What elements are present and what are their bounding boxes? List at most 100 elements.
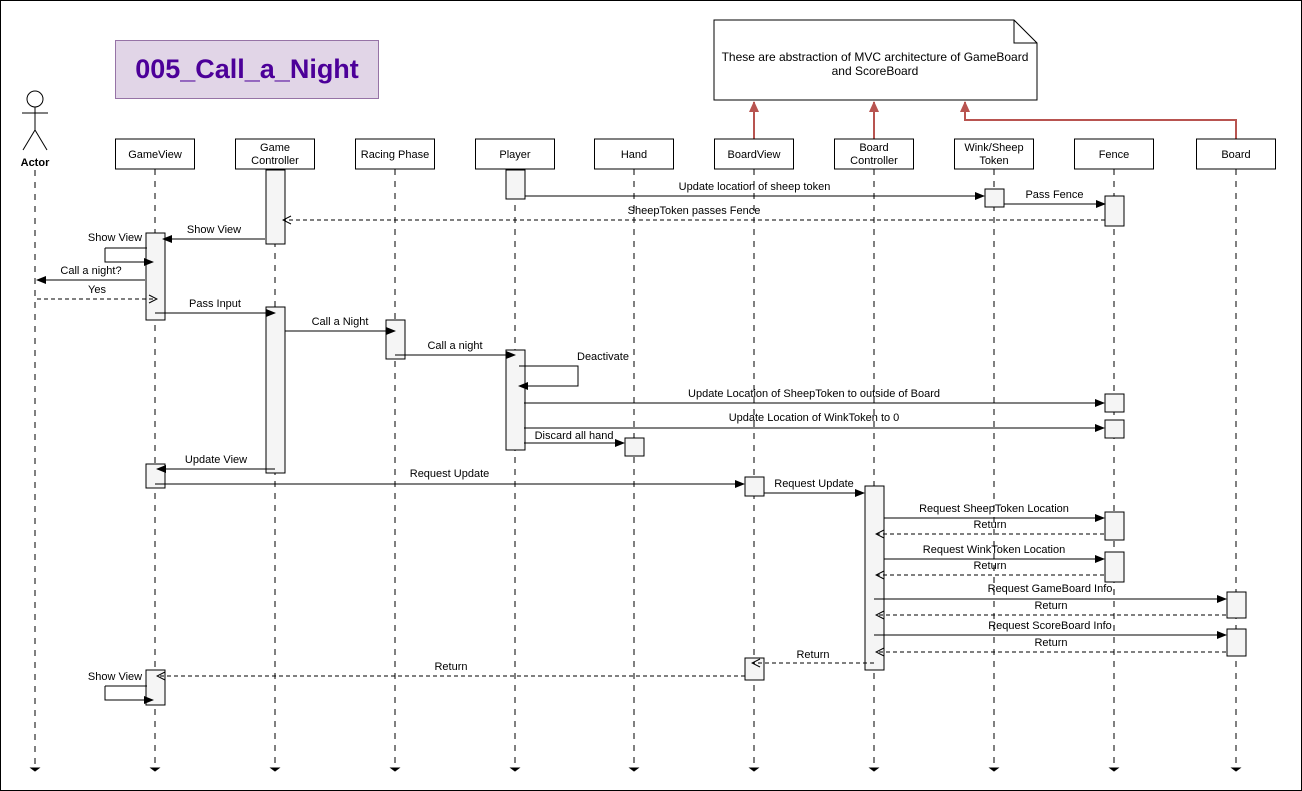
lifeline-end-player bbox=[509, 767, 521, 772]
activation-hand bbox=[624, 437, 645, 457]
activation-fence bbox=[1104, 419, 1125, 439]
participant-player: Player bbox=[475, 138, 555, 170]
message-6: Call a night? bbox=[36, 265, 145, 284]
participant-label: Controller bbox=[850, 155, 898, 167]
message-23: Return bbox=[876, 600, 1226, 615]
participant-label: Game bbox=[260, 142, 290, 154]
lifeline-end-winksheeptoken bbox=[988, 767, 1000, 772]
lifeline-end-boardview bbox=[748, 767, 760, 772]
message-22: Request GameBoard Info bbox=[874, 583, 1227, 603]
message-label: Return bbox=[1034, 637, 1067, 649]
message-label: Deactivate bbox=[577, 351, 629, 363]
message-25: Return bbox=[876, 637, 1226, 652]
lifeline-end-actor bbox=[29, 767, 41, 772]
participant-label: Board bbox=[859, 142, 888, 154]
participant-label: Hand bbox=[621, 149, 647, 161]
activation-board bbox=[1226, 628, 1247, 657]
participant-label: Controller bbox=[251, 155, 299, 167]
participant-gameview: GameView bbox=[115, 138, 195, 170]
lifeline-end-board bbox=[1230, 767, 1242, 772]
message-16: Request Update bbox=[155, 468, 745, 488]
lifeline-end-fence bbox=[1108, 767, 1120, 772]
message-7: Yes bbox=[37, 284, 157, 299]
message-label: Return bbox=[973, 560, 1006, 572]
message-24: Request ScoreBoard Info bbox=[874, 620, 1227, 639]
message-12: Update Location of SheepToken to outside… bbox=[524, 388, 1105, 407]
message-label: Discard all hand bbox=[535, 430, 614, 442]
activation-boardview bbox=[744, 476, 765, 497]
activation-winksheeptoken bbox=[984, 188, 1005, 208]
message-label: Pass Fence bbox=[1025, 189, 1083, 201]
activation-fence bbox=[1104, 551, 1125, 583]
activation-gamecontroller bbox=[265, 306, 286, 474]
message-label: Update View bbox=[185, 454, 247, 466]
activation-fence bbox=[1104, 511, 1125, 541]
message-label: Show View bbox=[88, 671, 142, 683]
diagram-title: 005_Call_a_Night bbox=[135, 54, 359, 84]
actor-label: Actor bbox=[21, 157, 50, 169]
activation-fence bbox=[1104, 393, 1125, 413]
message-1: Update location of sheep token bbox=[525, 181, 985, 200]
actor-icon bbox=[22, 90, 48, 151]
message-20: Request WinkToken Location bbox=[884, 544, 1105, 563]
message-label: Request WinkToken Location bbox=[923, 544, 1065, 556]
message-label: Show View bbox=[88, 232, 142, 244]
message-5: Show View bbox=[88, 232, 154, 266]
message-label: Update Location of WinkToken to 0 bbox=[729, 412, 900, 424]
message-label: Return bbox=[434, 661, 467, 673]
participant-board: Board bbox=[1196, 138, 1276, 170]
message-10: Call a night bbox=[395, 340, 516, 359]
message-label: Return bbox=[796, 649, 829, 661]
participant-hand: Hand bbox=[594, 138, 674, 170]
message-label: Request GameBoard Info bbox=[988, 583, 1113, 595]
message-label: Update Location of SheepToken to outside… bbox=[688, 388, 940, 400]
message-label: Request ScoreBoard Info bbox=[988, 620, 1112, 632]
message-13: Update Location of WinkToken to 0 bbox=[524, 412, 1105, 432]
message-label: Call a night bbox=[427, 340, 482, 352]
message-26: Return bbox=[752, 649, 874, 663]
lifeline-end-racingphase bbox=[389, 767, 401, 772]
message-17: Request Update bbox=[764, 478, 865, 497]
message-label: Return bbox=[1034, 600, 1067, 612]
message-label: Call a Night bbox=[312, 316, 369, 328]
message-14: Discard all hand bbox=[524, 430, 625, 447]
message-4: Show View bbox=[162, 224, 265, 243]
message-15: Update View bbox=[156, 454, 275, 473]
lifeline-end-boardcontroller bbox=[868, 767, 880, 772]
participant-label: Token bbox=[979, 155, 1008, 167]
message-label: Show View bbox=[187, 224, 241, 236]
participant-winksheeptoken: Wink/SheepToken bbox=[954, 138, 1034, 170]
participant-label: BoardView bbox=[728, 149, 781, 161]
message-18: Request SheepToken Location bbox=[884, 503, 1105, 522]
message-label: Request SheepToken Location bbox=[919, 503, 1069, 515]
participant-label: Player bbox=[499, 149, 531, 161]
note-fold bbox=[1013, 20, 1037, 44]
note-box bbox=[713, 19, 1038, 101]
message-3: SheepToken passes Fence bbox=[283, 205, 1105, 220]
message-21: Return bbox=[876, 560, 1104, 575]
note-text: These are abstraction of MVC architectur… bbox=[721, 50, 1029, 78]
diagram-title-box: 005_Call_a_Night bbox=[115, 40, 379, 99]
participant-label: Wink/Sheep bbox=[964, 142, 1023, 154]
participant-label: GameView bbox=[128, 149, 182, 161]
activation-gameview bbox=[145, 232, 166, 321]
lifeline-end-gameview bbox=[149, 767, 161, 772]
activation-gamecontroller bbox=[265, 169, 286, 245]
participant-racingphase: Racing Phase bbox=[355, 138, 435, 170]
message-11: Deactivate bbox=[518, 351, 629, 390]
note-link-board bbox=[960, 101, 1237, 139]
activation-board bbox=[1226, 591, 1247, 619]
participant-label: Fence bbox=[1099, 149, 1130, 161]
participant-boardview: BoardView bbox=[714, 138, 794, 170]
message-2: Pass Fence bbox=[1004, 189, 1106, 208]
message-label: Yes bbox=[88, 284, 106, 296]
participant-label: Racing Phase bbox=[361, 149, 430, 161]
message-label: Update location of sheep token bbox=[679, 181, 831, 193]
activation-player bbox=[505, 349, 526, 451]
activation-fence bbox=[1104, 195, 1125, 227]
activation-boardcontroller bbox=[864, 485, 885, 671]
